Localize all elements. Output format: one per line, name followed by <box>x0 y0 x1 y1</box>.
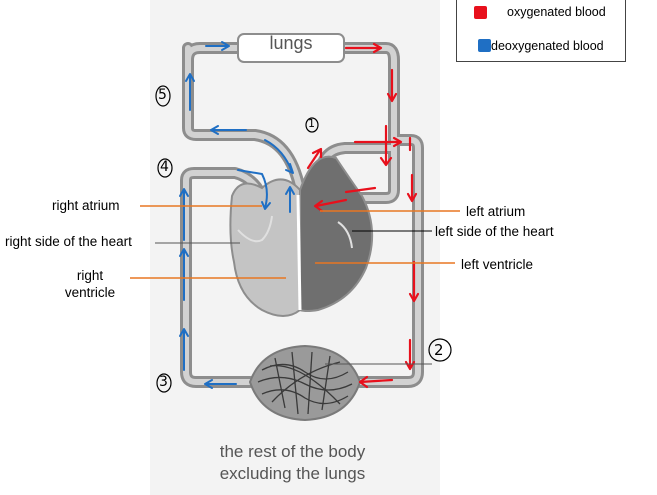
left-heart <box>299 155 374 312</box>
pointer-lines <box>130 205 460 365</box>
body-label-line2: excluding the lungs <box>219 464 366 483</box>
step-circle-5 <box>155 85 171 107</box>
oxygenated-label: oxygenated blood <box>507 5 606 19</box>
label-right-side-of-heart: right side of the heart <box>5 234 132 249</box>
right-heart <box>229 178 301 317</box>
label-right-ventricle-line2: ventricle <box>64 285 116 300</box>
septum <box>296 194 302 311</box>
step-number-4: 4 <box>160 159 169 175</box>
step-number-3: 3 <box>159 374 168 390</box>
label-right-atrium: right atrium <box>52 198 120 213</box>
body-label-line1: the rest of the body <box>219 442 366 461</box>
label-left-atrium: left atrium <box>466 204 526 219</box>
step-circle-3 <box>156 373 172 393</box>
oxygenated-arrows <box>306 42 420 389</box>
right-valve <box>237 215 273 243</box>
deoxygenated-arrows <box>179 41 295 389</box>
lungs-label: lungs <box>269 33 313 53</box>
step-number-5: 5 <box>158 87 167 103</box>
step-circle-1 <box>305 117 319 133</box>
step-circle-4 <box>157 158 173 178</box>
label-right-ventricle-line1: right <box>76 268 104 283</box>
label-left-ventricle: left ventricle <box>461 257 534 272</box>
heart <box>229 155 374 317</box>
step-number-2: 2 <box>434 341 444 359</box>
legend: oxygenated blood deoxygenated blood <box>456 0 626 62</box>
deoxygenated-label: deoxygenated blood <box>491 39 604 53</box>
step-number-1: 1 <box>308 117 315 130</box>
deoxygenated-swatch <box>478 39 491 52</box>
oxygenated-swatch <box>474 6 487 19</box>
lungs-box <box>237 33 345 63</box>
label-left-side-of-heart: left side of the heart <box>435 224 554 239</box>
step-circle-2 <box>428 338 452 362</box>
left-valve <box>337 221 353 249</box>
step-circles <box>155 85 452 393</box>
